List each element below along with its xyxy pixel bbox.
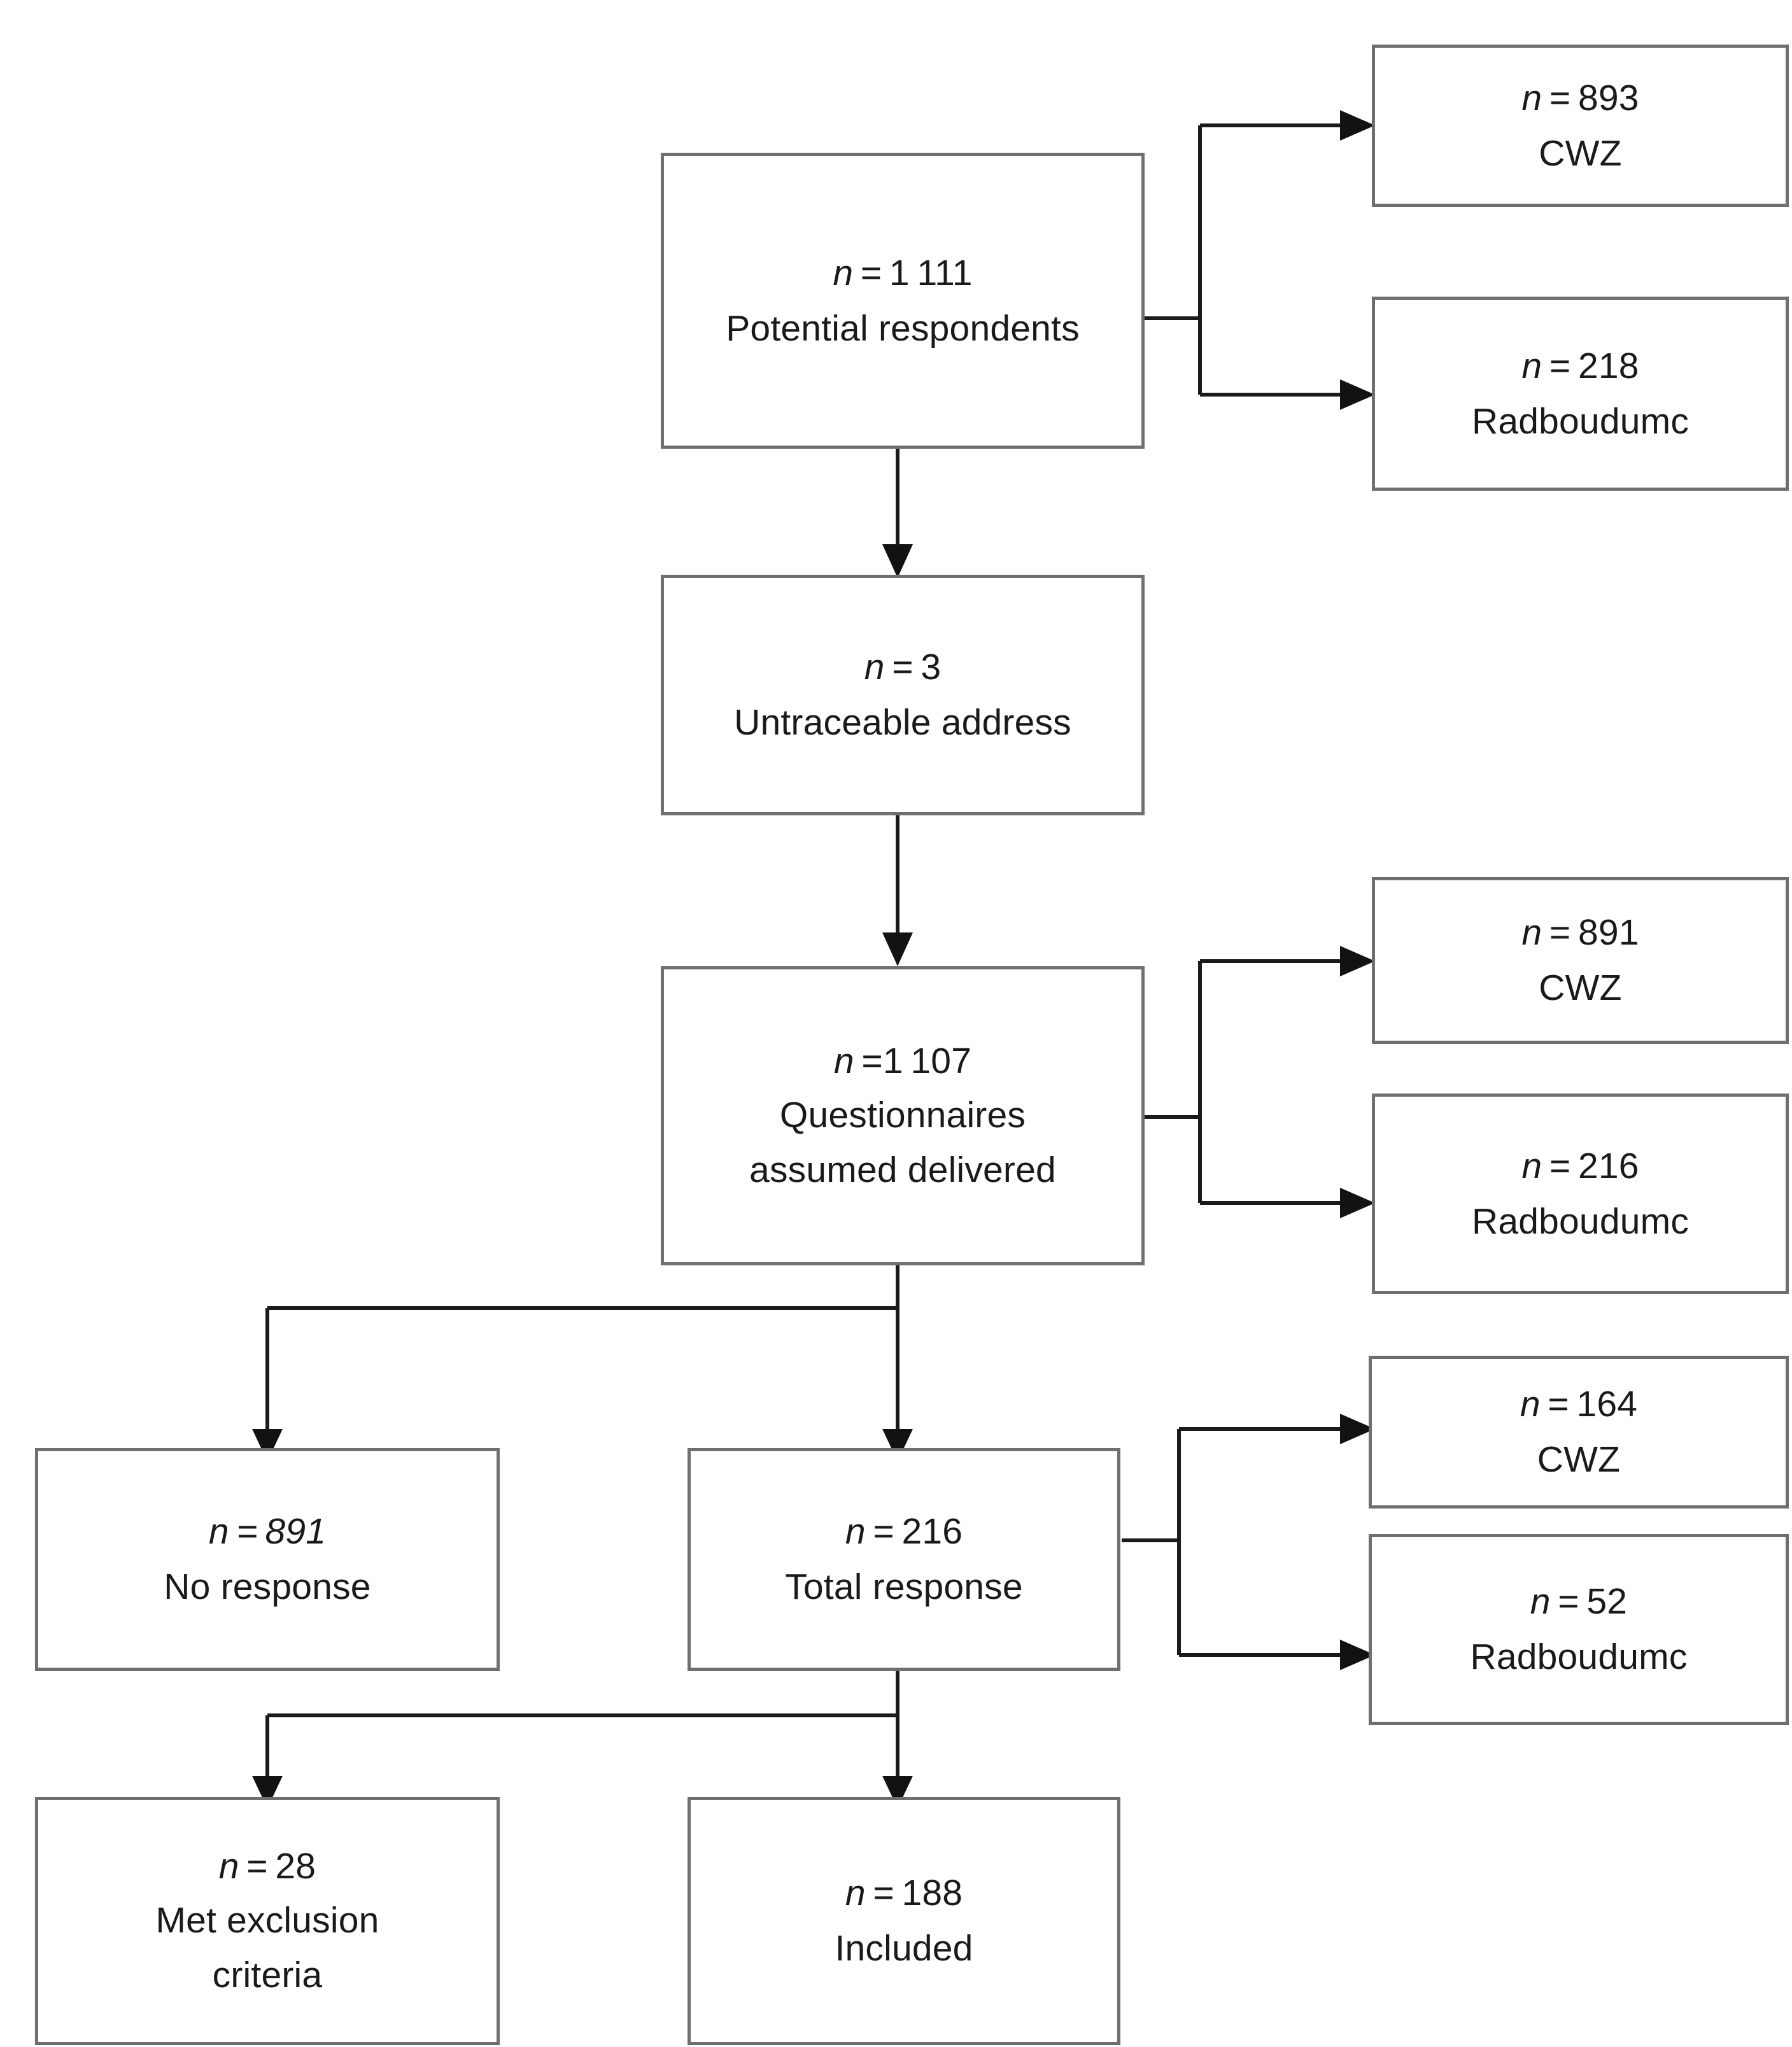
arrowhead-delivered <box>882 932 913 966</box>
node-no-response: n = 891 No response <box>35 1448 500 1671</box>
node-potential-respondents: n = 1 111 Potential respondents <box>661 153 1145 449</box>
node-cwz-sent: n = 893 CWZ <box>1372 45 1789 207</box>
node-met-exclusion-criteria-count: n = 28 <box>218 1845 316 1887</box>
node-no-response-label: No response <box>164 1566 371 1607</box>
node-total-response: n = 216 Total response <box>688 1448 1120 1671</box>
node-cwz-delivered: n = 891 CWZ <box>1372 877 1789 1044</box>
node-questionnaires-delivered-label-line1: Questionnaires <box>779 1095 1026 1136</box>
node-cwz-delivered-label: CWZ <box>1539 967 1622 1008</box>
node-untraceable-address-count: n = 3 <box>864 647 942 688</box>
arrowhead-rad218 <box>1340 379 1375 410</box>
node-potential-respondents-label: Potential respondents <box>726 307 1080 349</box>
node-included-count: n = 188 <box>845 1873 963 1914</box>
node-included: n = 188 Included <box>688 1797 1120 2045</box>
arrowhead-untraceable <box>882 544 913 578</box>
node-met-exclusion-criteria-label-line1: Met exclusion <box>155 1900 379 1941</box>
node-radboudumc-delivered-label: Radboudumc <box>1471 1200 1690 1242</box>
node-cwz-delivered-count: n = 891 <box>1521 912 1639 953</box>
node-radboudumc-response-label: Radboudumc <box>1470 1636 1688 1677</box>
node-included-label: Included <box>835 1928 973 1969</box>
node-radboudumc-delivered-count: n = 216 <box>1521 1145 1639 1186</box>
node-radboudumc-response-count: n = 52 <box>1530 1581 1628 1622</box>
node-cwz-sent-count: n = 893 <box>1521 77 1639 118</box>
node-questionnaires-delivered: n =1 107 Questionnaires assumed delivere… <box>661 966 1145 1265</box>
node-potential-respondents-count: n = 1 111 <box>833 252 973 293</box>
node-total-response-label: Total response <box>785 1566 1023 1607</box>
node-total-response-count: n = 216 <box>845 1511 963 1552</box>
node-questionnaires-delivered-label-line2: assumed delivered <box>749 1149 1056 1190</box>
node-radboudumc-sent-label: Radboudumc <box>1471 400 1690 442</box>
node-no-response-count: n = 891 <box>208 1511 327 1552</box>
node-cwz-response-label: CWZ <box>1537 1439 1621 1480</box>
node-cwz-sent-label: CWZ <box>1539 132 1622 174</box>
node-radboudumc-response: n = 52 Radboudumc <box>1369 1534 1789 1725</box>
node-untraceable-address: n = 3 Untraceable address <box>661 575 1145 815</box>
arrowhead-cwz893 <box>1340 110 1375 141</box>
node-cwz-response-count: n = 164 <box>1520 1384 1638 1425</box>
node-met-exclusion-criteria: n = 28 Met exclusion criteria <box>35 1797 500 2045</box>
node-met-exclusion-criteria-label-line2: criteria <box>212 1954 323 1995</box>
node-radboudumc-delivered: n = 216 Radboudumc <box>1372 1094 1789 1294</box>
node-questionnaires-delivered-count: n =1 107 <box>833 1040 972 1081</box>
arrowhead-cwz891 <box>1340 946 1375 976</box>
node-untraceable-address-label: Untraceable address <box>734 702 1071 743</box>
node-radboudumc-sent: n = 218 Radboudumc <box>1372 297 1789 491</box>
node-cwz-response: n = 164 CWZ <box>1369 1356 1789 1509</box>
node-radboudumc-sent-count: n = 218 <box>1521 345 1639 386</box>
arrowhead-rad216 <box>1340 1188 1375 1218</box>
